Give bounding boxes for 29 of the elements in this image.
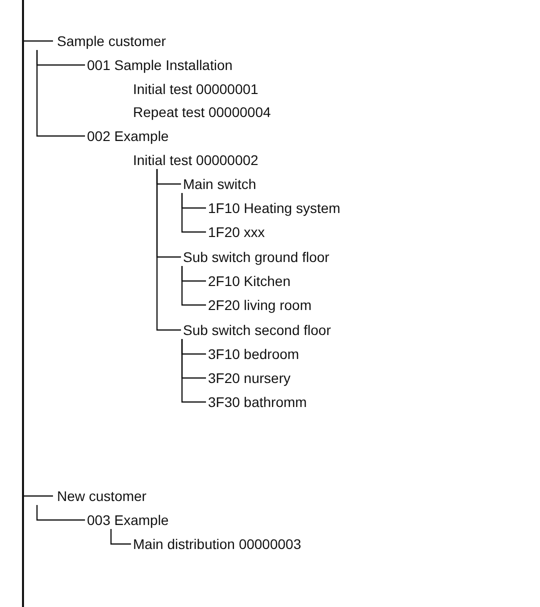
tree-item-label: Sub switch second floor xyxy=(183,322,331,338)
tree-item-label: Initial test 00000001 xyxy=(133,81,258,97)
tree-connector xyxy=(36,50,85,137)
tree-item-label: 3F10 bedroom xyxy=(208,346,300,362)
tree-connector xyxy=(181,193,206,233)
tree-item-label: 003 Example xyxy=(87,512,169,528)
tree-connector xyxy=(181,266,206,306)
tree-item-label: 002 Example xyxy=(87,128,169,144)
tree-item-label: 2F10 Kitchen xyxy=(208,273,290,289)
tree-connector xyxy=(24,40,53,42)
tree-item-label: Main distribution 00000003 xyxy=(133,536,302,552)
tree-item-label: New customer xyxy=(57,488,146,504)
tree-item-label: Sample customer xyxy=(57,33,166,49)
tree-item-label: Sub switch ground floor xyxy=(183,249,330,265)
trunk-line xyxy=(22,0,24,607)
tree-item-label: Main switch xyxy=(183,176,256,192)
tree-item-label: Repeat test 00000004 xyxy=(133,104,271,120)
tree-item-label: 1F10 Heating system xyxy=(208,200,340,216)
tree-connector xyxy=(156,169,181,331)
tree-item-label: 3F20 nursery xyxy=(208,370,290,386)
tree-connector xyxy=(24,495,53,497)
tree-item-label: 001 Sample Installation xyxy=(87,57,233,73)
tree-item-label: 3F30 bathromm xyxy=(208,394,307,410)
tree-connector xyxy=(36,505,85,521)
tree-item-label: Initial test 00000002 xyxy=(133,152,258,168)
tree-connector xyxy=(181,339,206,403)
tree-connector xyxy=(110,529,131,545)
tree-item-label: 2F20 living room xyxy=(208,297,312,313)
tree-item-label: 1F20 xxx xyxy=(208,224,265,240)
